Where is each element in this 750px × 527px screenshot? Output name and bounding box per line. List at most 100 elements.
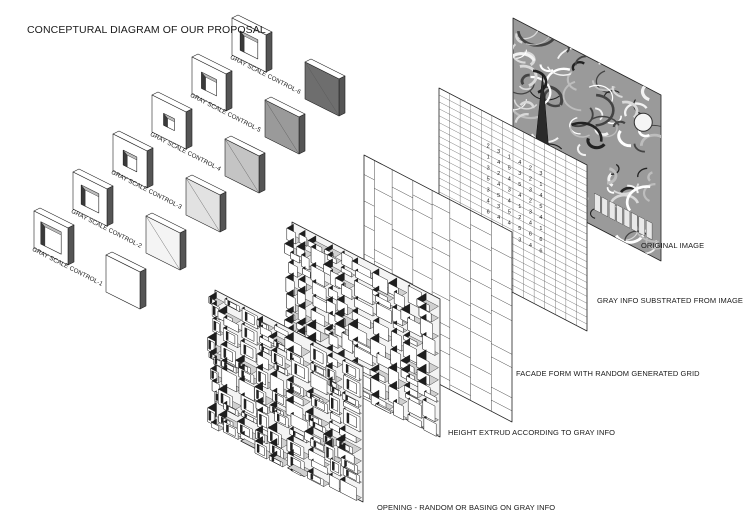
- window-shadow: [226, 424, 229, 433]
- window-shadow: [226, 331, 229, 340]
- gray-value: 3: [529, 210, 532, 216]
- block-face: [343, 400, 361, 415]
- brush-stroke: [516, 49, 527, 59]
- window-shadow: [272, 445, 275, 453]
- grid-line: [438, 191, 588, 269]
- block-face: [328, 333, 339, 349]
- window-shadow: [244, 327, 248, 337]
- facade-grid-line: [412, 208, 433, 220]
- window-shadow: [312, 421, 316, 427]
- gray-scale-control: [191, 53, 306, 155]
- facade-grid-line: [491, 343, 513, 355]
- block-face: [311, 459, 328, 475]
- brush-stroke: [627, 184, 639, 194]
- block-face: [310, 264, 325, 288]
- gray-value: 3: [487, 166, 490, 172]
- moon-shape: [633, 112, 653, 132]
- window-shadow: [271, 457, 275, 462]
- gray-value: 4: [497, 182, 500, 188]
- control-tile-front: [105, 254, 141, 310]
- window-shadow: [214, 358, 218, 364]
- opening-shadow: [80, 184, 100, 198]
- window-shadow: [332, 461, 335, 471]
- block-face: [404, 384, 418, 399]
- brush-stroke: [520, 73, 530, 86]
- window-shadow: [208, 410, 212, 421]
- block-face: [354, 345, 373, 367]
- grid-line: [438, 94, 588, 173]
- facade-grid-line: [491, 356, 513, 368]
- window-shadow: [346, 469, 349, 476]
- block-face: [288, 262, 298, 278]
- gray-value: 5: [539, 204, 542, 210]
- gray-value: 3: [497, 204, 500, 210]
- control-tile-side: [298, 113, 306, 155]
- gray-scale-controls: [33, 14, 346, 310]
- control-tile-side: [338, 75, 346, 117]
- gray-value: 4: [529, 221, 532, 227]
- grid-line: [438, 170, 588, 249]
- block-face: [339, 428, 357, 444]
- block-face: [312, 295, 327, 313]
- facade-grid-line: [392, 228, 413, 241]
- block-face: [390, 348, 402, 369]
- block-face: [330, 411, 341, 424]
- window-shadow: [274, 353, 277, 362]
- block-face: [376, 302, 392, 324]
- control-tile-side: [139, 268, 147, 310]
- opening-panel: [207, 289, 364, 503]
- control-tile-side: [258, 152, 266, 194]
- brush-stroke: [513, 99, 538, 110]
- brush-stroke: [514, 113, 529, 123]
- block-face: [329, 474, 340, 492]
- facade-grid-line: [470, 330, 492, 342]
- window-shadow: [276, 342, 279, 348]
- brush-stroke: [606, 187, 615, 194]
- label-facade-form: FACADE FORM WITH RANDOM GENERATED GRID: [516, 369, 700, 378]
- facade-grid-line: [449, 295, 471, 307]
- gray-value: 4: [497, 160, 500, 166]
- gray-value: 4: [508, 221, 511, 227]
- gray-value: 4: [539, 193, 542, 199]
- facade-grid-line: [431, 203, 450, 214]
- facade-grid-line: [412, 239, 433, 250]
- grid-line: [438, 108, 588, 186]
- control-frame-side: [67, 224, 75, 266]
- window-shadow: [326, 446, 329, 458]
- block-face: [403, 334, 418, 347]
- grid-line: [438, 101, 588, 179]
- block-face: [312, 281, 327, 301]
- brush-stroke: [637, 167, 648, 178]
- window-shadow: [331, 397, 334, 409]
- facade-grid-line: [374, 188, 393, 198]
- window-shadow: [241, 370, 244, 378]
- gray-value: 5: [497, 193, 500, 199]
- window-shadow: [346, 412, 350, 423]
- control-frame-side: [265, 31, 273, 73]
- village-house: [638, 216, 645, 237]
- block-face: [375, 294, 391, 310]
- gray-scale-control: [112, 130, 227, 233]
- window-shadow: [257, 443, 260, 453]
- control-frame-side: [225, 70, 233, 112]
- facade-grid-line: [491, 247, 513, 259]
- window-shadow: [261, 346, 264, 351]
- block-face: [339, 479, 357, 501]
- window-shadow: [277, 413, 280, 422]
- gray-value: 1: [508, 154, 511, 160]
- gray-value: 2: [529, 176, 532, 182]
- block-face: [407, 414, 422, 429]
- facade-grid-line: [431, 261, 450, 272]
- village-house: [601, 196, 608, 217]
- gray-value: 5: [508, 165, 511, 171]
- window-shadow: [243, 344, 247, 354]
- window-shadow: [344, 460, 347, 467]
- gray-value: 3: [529, 188, 532, 194]
- brush-stroke: [513, 82, 535, 95]
- gray-value: 4: [518, 160, 521, 166]
- grid-line: [438, 163, 588, 242]
- brush-stroke: [499, 66, 510, 82]
- window-shadow: [244, 413, 247, 418]
- brush-stroke: [576, 143, 586, 157]
